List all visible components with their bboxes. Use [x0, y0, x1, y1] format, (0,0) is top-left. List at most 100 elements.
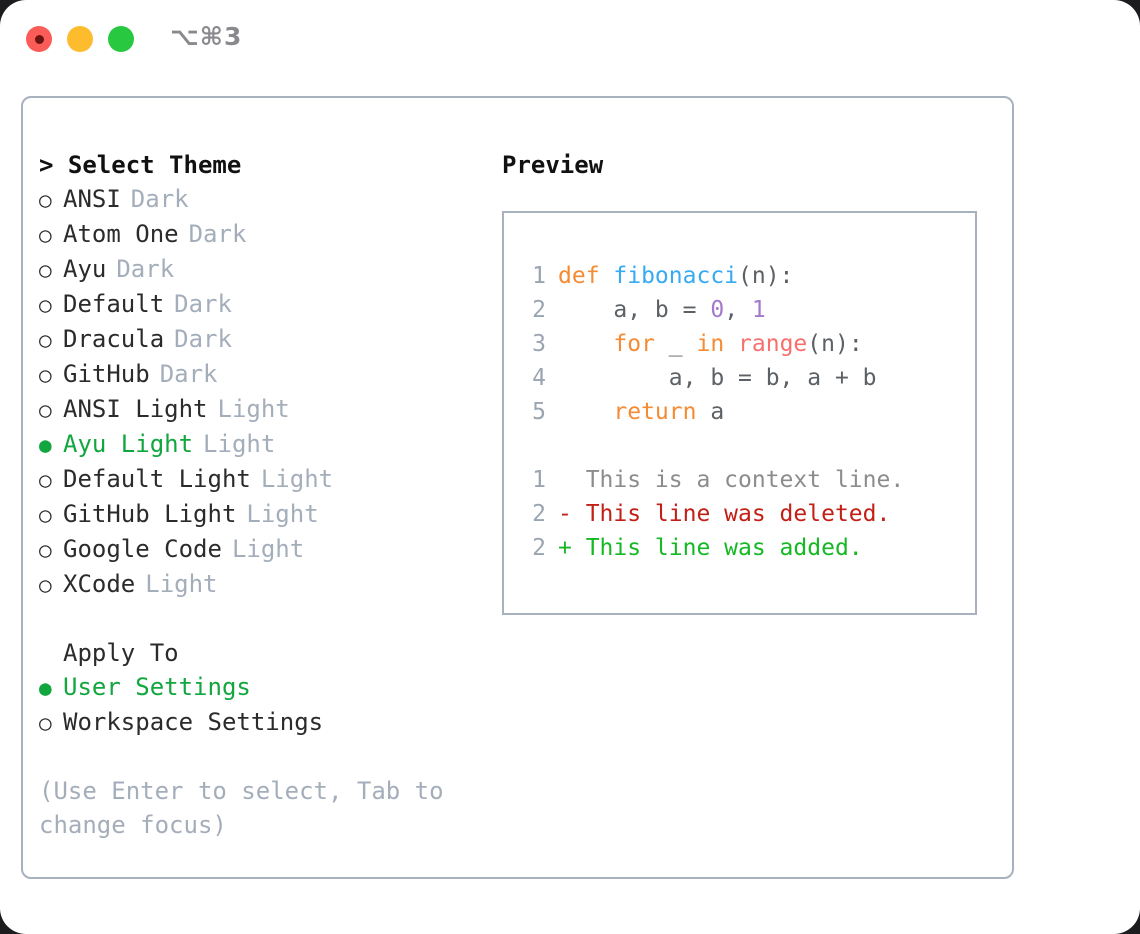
diff-line-del: 2 - This line was deleted.	[522, 497, 975, 531]
radio-unselected-icon: ○	[39, 293, 52, 317]
theme-variant-tag: Light	[217, 395, 290, 423]
theme-option-label: GitHub	[63, 360, 150, 388]
minimize-button-icon[interactable]	[67, 26, 93, 52]
theme-variant-tag: Light	[231, 535, 305, 563]
diff-line-ctx: 1 This is a context line.	[522, 463, 975, 497]
line-number: 2	[532, 501, 546, 527]
theme-variant-tag: Dark	[159, 360, 218, 388]
code-token-kw: def	[558, 263, 614, 289]
code-token-fn: fibonacci	[613, 263, 739, 289]
theme-variant-tag: Light	[145, 570, 218, 598]
radio-unselected-icon: ○	[39, 223, 52, 247]
theme-variant-tag: Dark	[116, 255, 175, 283]
theme-option-label: Default Light	[63, 465, 251, 493]
radio-selected-icon: ●	[39, 676, 52, 700]
diff-line-text: - This line was deleted.	[558, 501, 891, 527]
code-token-num: 0	[710, 297, 725, 323]
code-token-plain	[558, 331, 613, 357]
line-number: 2	[532, 535, 546, 561]
radio-unselected-icon: ○	[39, 258, 52, 282]
theme-option-xcode[interactable]: ○ XCode Light	[39, 567, 489, 602]
theme-option-label: XCode	[63, 570, 136, 598]
preview-heading: Preview	[502, 151, 604, 179]
code-token-plain: _	[654, 331, 697, 357]
code-token-plain: a, b =	[558, 297, 711, 323]
theme-variant-tag: Dark	[188, 220, 247, 248]
maximize-button-icon[interactable]	[108, 26, 134, 52]
traffic-light-buttons	[26, 26, 134, 52]
theme-option-ansi[interactable]: ○ ANSI Dark	[39, 182, 489, 217]
theme-option-label: Atom One	[63, 220, 179, 248]
code-token-plain	[558, 399, 613, 425]
keyboard-hint-text: (Use Enter to select, Tab to change focu…	[39, 777, 444, 839]
theme-option-label: Ayu	[63, 255, 107, 283]
code-token-plain	[724, 331, 738, 357]
theme-option-label: Ayu Light	[63, 430, 194, 458]
radio-selected-icon: ●	[39, 433, 52, 457]
code-token-plain: (n):	[738, 263, 794, 289]
theme-variant-tag: Dark	[174, 290, 232, 318]
section-spacer	[39, 602, 489, 636]
radio-unselected-icon: ○	[39, 328, 52, 352]
theme-variant-tag: Light	[260, 465, 334, 493]
theme-variant-tag: Dark	[130, 185, 189, 213]
line-number: 1	[532, 263, 546, 289]
code-token-kw: for	[613, 331, 655, 357]
theme-option-label: ANSI Light	[63, 395, 208, 423]
apply-to-heading: Apply To	[63, 639, 179, 667]
theme-variant-tag: Dark	[174, 325, 232, 353]
diff-line-add: 2 + This line was added.	[522, 531, 975, 565]
apply-to-option-workspace-settings[interactable]: ○Workspace Settings	[39, 705, 489, 740]
theme-option-default[interactable]: ○ Default Dark	[39, 287, 489, 322]
radio-unselected-icon: ○	[39, 363, 52, 387]
code-line: 1 def fibonacci(n):	[522, 259, 975, 293]
theme-option-label: Default	[63, 290, 165, 318]
apply-to-option-user-settings[interactable]: ●User Settings	[39, 670, 489, 705]
code-token-plain: ,	[724, 297, 752, 323]
line-number: 5	[532, 399, 546, 425]
theme-variant-tag: Light	[203, 430, 276, 458]
window-shortcut-label: ⌥⌘3	[170, 22, 243, 51]
code-line: 3 for _ in range(n):	[522, 327, 975, 361]
title-bar: ⌥⌘3	[0, 0, 1140, 78]
theme-option-label: ANSI	[63, 185, 121, 213]
line-number: 1	[532, 467, 546, 493]
code-token-num: 1	[751, 297, 766, 323]
theme-option-label: Google Code	[63, 535, 222, 563]
code-token-kw: return	[613, 399, 697, 425]
code-token-kw: in	[696, 331, 725, 357]
theme-option-ayu[interactable]: ○ Ayu Dark	[39, 252, 489, 287]
theme-option-default-light[interactable]: ○ Default Light Light	[39, 462, 489, 497]
code-line: 2 a, b = 0, 1	[522, 293, 975, 327]
radio-unselected-icon: ○	[39, 188, 52, 212]
select-theme-heading: > Select Theme	[39, 151, 242, 179]
theme-option-ayu-light[interactable]: ● Ayu Light Light	[39, 427, 489, 462]
theme-option-github[interactable]: ○ GitHub Dark	[39, 357, 489, 392]
close-button-icon[interactable]	[26, 26, 52, 52]
diff-line-text: + This line was added.	[558, 535, 863, 561]
radio-unselected-icon: ○	[39, 573, 52, 597]
radio-unselected-icon: ○	[39, 538, 52, 562]
code-token-plain: a	[696, 399, 725, 425]
code-token-call: range	[738, 331, 808, 357]
diff-line-text: This is a context line.	[558, 467, 905, 493]
theme-variant-tag: Light	[246, 500, 319, 528]
line-number: 2	[532, 297, 546, 323]
radio-unselected-icon: ○	[39, 468, 52, 492]
radio-unselected-icon: ○	[39, 398, 52, 422]
line-number: 3	[532, 331, 546, 357]
radio-unselected-icon: ○	[39, 503, 52, 527]
theme-option-google-code[interactable]: ○ Google Code Light	[39, 532, 489, 567]
theme-option-ansi-light[interactable]: ○ ANSI Light Light	[39, 392, 489, 427]
theme-option-atom-one[interactable]: ○ Atom One Dark	[39, 217, 489, 252]
radio-unselected-icon: ○	[39, 711, 52, 735]
code-line: 5 return a	[522, 395, 975, 429]
